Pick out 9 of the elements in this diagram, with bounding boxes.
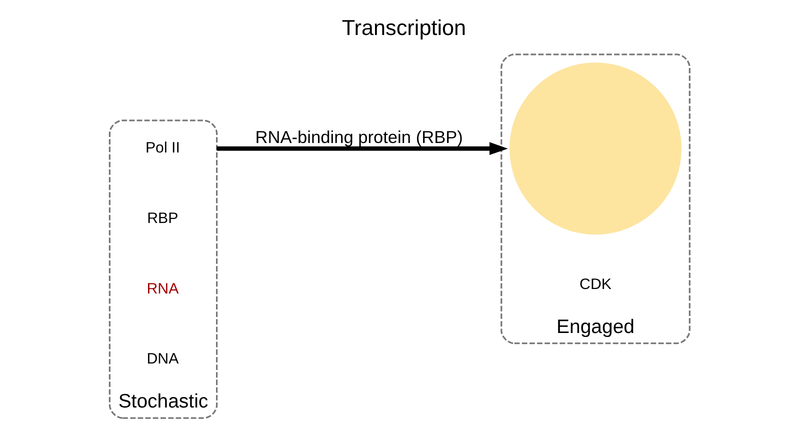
- node-circle: [509, 62, 682, 234]
- diagram-title: Transcription: [341, 14, 466, 40]
- label: DNA: [146, 350, 178, 368]
- edge-label: RNA-binding protein (RBP): [254, 126, 462, 146]
- arrow: [216, 142, 508, 155]
- label: RBP: [146, 209, 178, 226]
- label: RNA: [146, 280, 178, 297]
- label: Pol II: [144, 139, 180, 156]
- label: CDK: [579, 275, 611, 292]
